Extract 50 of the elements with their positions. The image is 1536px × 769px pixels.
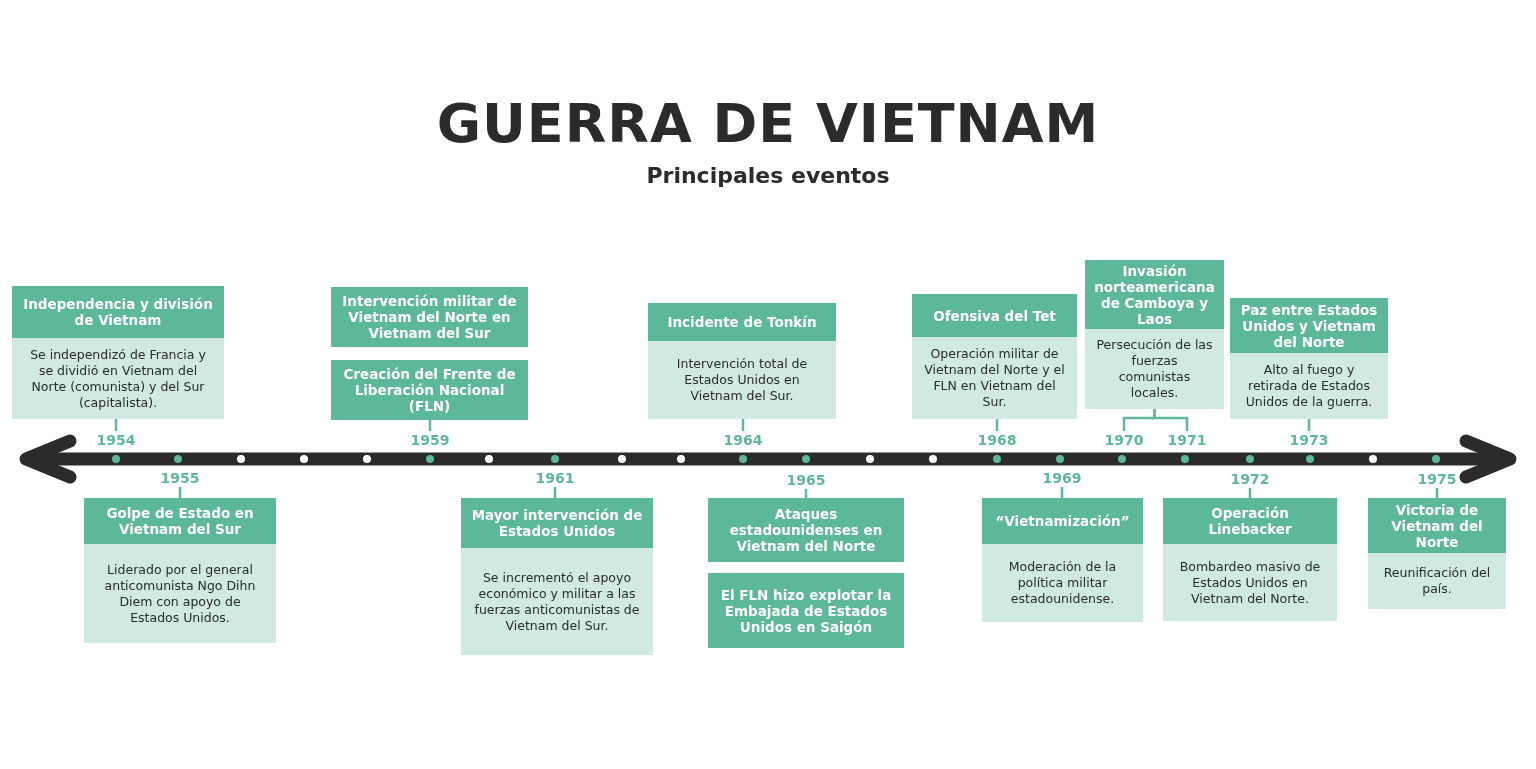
event-card [1368,498,1506,609]
event-card [1085,260,1224,409]
year-label: 1961 [530,469,580,487]
year-label: 1969 [1037,469,1087,487]
event-heading: Operación Linebacker [1163,498,1337,544]
event-heading: Paz entre Estados Unidos y Vietnam del Norte [1230,298,1388,353]
event-description: Se independizó de Francia y se dividió en Vietnam del Norte (comunista) y del Sur (capitalista). [12,338,224,419]
event-heading: Ataques estadounidenses en Vietnam del Norte [708,498,904,562]
event-description: Operación militar de Vietnam del Norte y el FLN en Vietnam del Sur. [912,337,1077,419]
year-label: 1955 [155,469,205,487]
event-card [912,294,1077,419]
event-card [648,303,836,419]
event-heading: El FLN hizo explotar la Embajada de Estados Unidos en Saigón [708,573,904,648]
event-heading: Golpe de Estado en Vietnam del Sur [84,498,276,544]
year-label: 1975 [1412,470,1462,488]
event-description: Moderación de la política militar estadounidense. [982,544,1143,622]
event-heading: Intervención militar de Vietnam del Norte en Vietnam del Sur [331,287,528,347]
event-card [461,498,653,655]
event-heading: Creación del Frente de Liberación Nacional (FLN) [331,360,528,420]
year-label: 1965 [781,471,831,489]
year-label: 1970 [1099,431,1149,449]
event-card [1230,298,1388,419]
subtitle: Principales eventos [646,163,890,188]
event-heading: Victoria de Vietnam del Norte [1368,498,1506,553]
year-label: 1968 [972,431,1022,449]
event-description: Bombardeo masivo de Estados Unidos en Vietnam del Norte. [1163,544,1337,621]
event-heading: Independencia y división de Vietnam [12,286,224,338]
event-card [1163,498,1337,621]
event-description: Reunificación del país. [1368,553,1506,609]
event-heading: Mayor intervención de Estados Unidos [461,498,653,548]
event-description: Liderado por el general anticomunista Ngo Dihn Diem con apoyo de Estados Unidos. [84,544,276,643]
event-description: Intervención total de Estados Unidos en Vietnam del Sur. [648,341,836,419]
event-card [12,286,224,419]
event-heading: Incidente de Tonkín [648,303,836,341]
event-description: Alto al fuego y retirada de Estados Unidos de la guerra. [1230,353,1388,419]
year-label: 1964 [718,431,768,449]
event-heading: Ofensiva del Tet [912,294,1077,337]
event-description: Persecución de las fuerzas comunistas locales. [1085,329,1224,409]
event-heading: “Vietnamización” [982,498,1143,544]
connector-line [1153,409,1189,431]
title: GUERRA DE VIETNAM [436,92,1100,155]
event-card [982,498,1143,622]
event-card [84,498,276,643]
year-label: 1959 [405,431,455,449]
year-label: 1973 [1284,431,1334,449]
year-label: 1971 [1162,431,1212,449]
event-heading: Invasión norteamericana de Camboya y Laos [1085,260,1224,329]
year-label: 1954 [91,431,141,449]
year-label: 1972 [1225,470,1275,488]
event-description: Se incrementó el apoyo económico y militar a las fuerzas anticomunistas de Vietnam del Sur. [461,548,653,655]
